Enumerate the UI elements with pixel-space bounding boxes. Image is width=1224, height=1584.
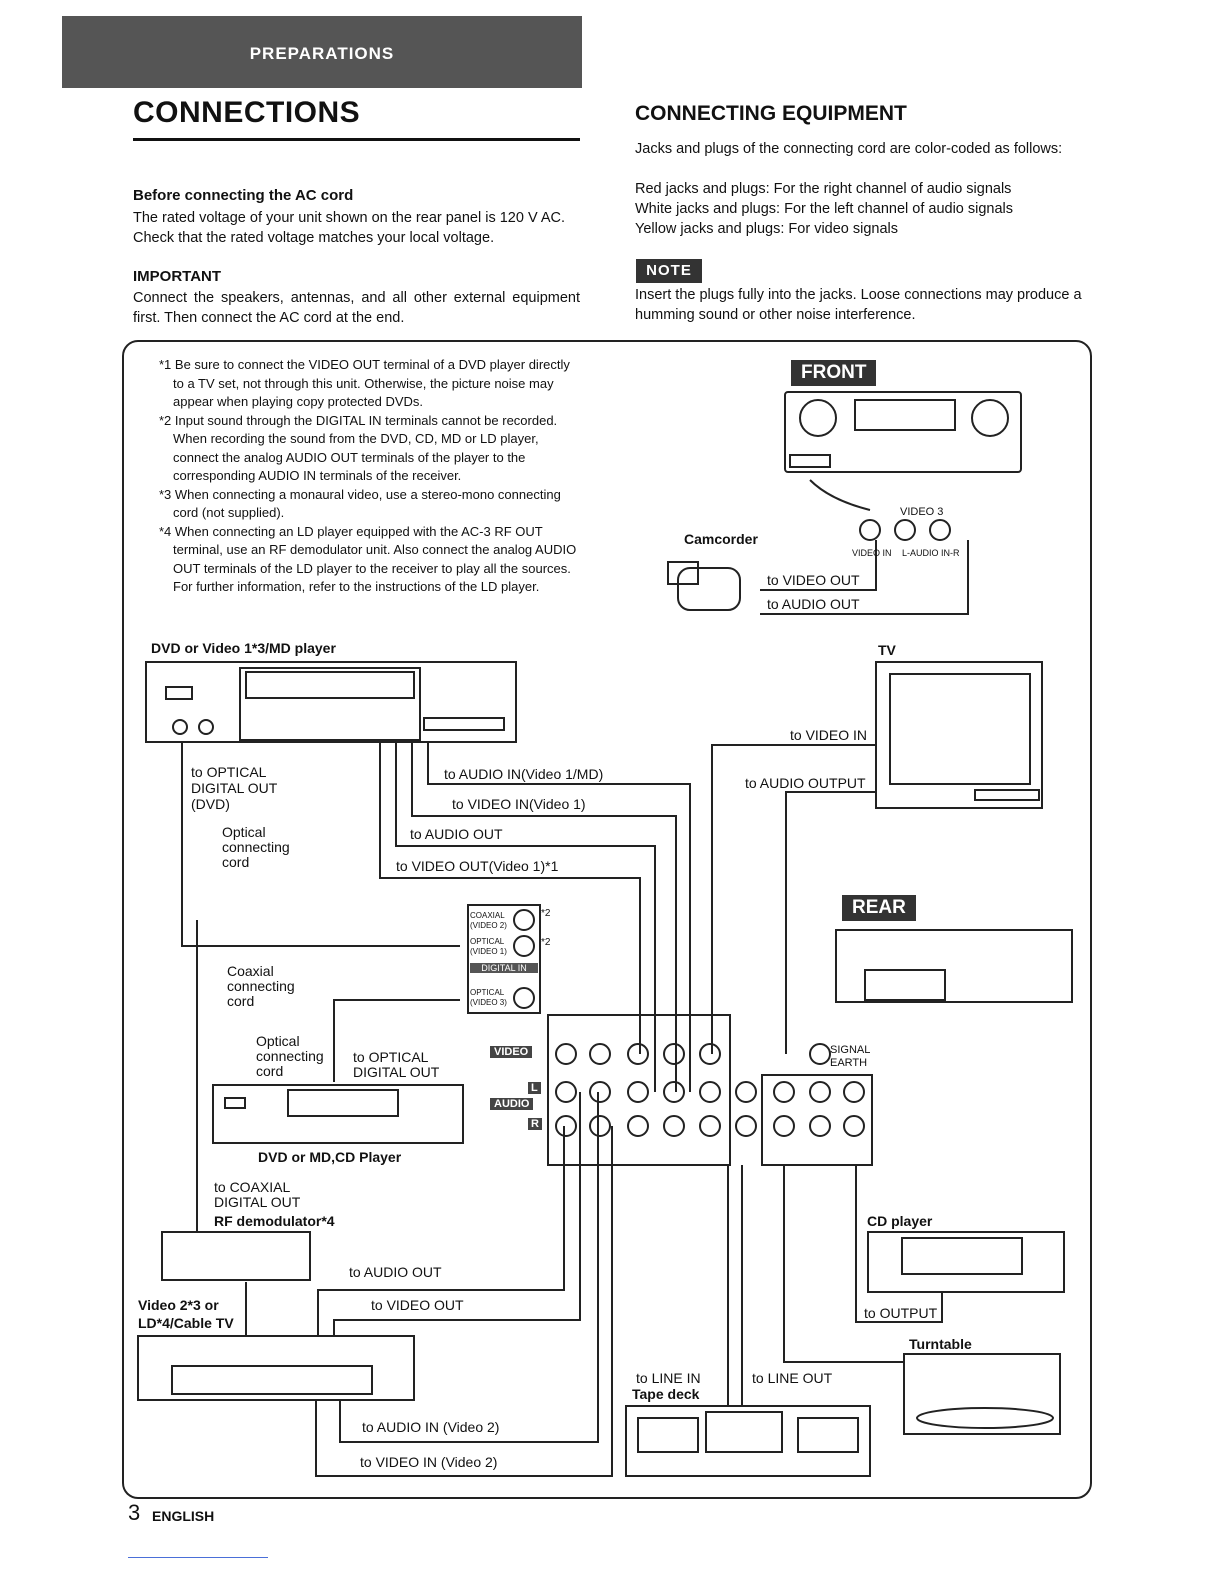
note-text: Insert the plugs fully into the jacks. L… — [635, 287, 1082, 323]
rear-label: REAR — [842, 895, 916, 921]
digital-in-label: DIGITAL IN — [470, 963, 538, 973]
camcorder-body — [677, 567, 741, 611]
tv-body — [875, 661, 1043, 809]
video2-label: Video 2*3 or LD*4/Cable TV — [138, 1297, 234, 1331]
opt-dvd-label: to OPTICAL DIGITAL OUT (DVD) — [191, 764, 278, 812]
footer-link-line — [128, 1557, 268, 1558]
tv-audio-cable — [785, 791, 876, 1054]
v2-audio-in: to AUDIO IN (Video 2) — [362, 1419, 500, 1435]
v2-video-in: to VIDEO IN (Video 2) — [360, 1454, 498, 1470]
optical-v3-label: OPTICAL (VIDEO 3) — [470, 988, 507, 1007]
panel-audio-label: AUDIO — [490, 1098, 534, 1110]
coaxial-v2-label: COAXIAL (VIDEO 2) — [470, 911, 507, 930]
optical-cord-label: Optical connecting cord — [222, 824, 290, 870]
optical-cord2-label: Optical connecting cord — [256, 1033, 324, 1079]
line-out-label: to LINE OUT — [752, 1370, 833, 1386]
tv-video-cable — [711, 744, 876, 1054]
important-heading: IMPORTANT — [133, 268, 222, 285]
ac-heading: Before connecting the AC cord — [133, 187, 354, 204]
footnotes: *1 Be sure to connect the VIDEO OUT term… — [155, 356, 578, 597]
dvd-player-top — [145, 661, 517, 743]
camcorder-label: Camcorder — [684, 531, 758, 547]
dvd-cd-player — [212, 1084, 464, 1144]
tv-video-in: to VIDEO IN — [790, 727, 868, 743]
front-knob-right — [971, 399, 1009, 437]
cam-video-out: to VIDEO OUT — [767, 572, 860, 588]
section-banner: PREPARATIONS — [62, 16, 582, 88]
opt-digital-out: to OPTICAL DIGITAL OUT — [353, 1049, 440, 1080]
star2-b: *2 — [541, 937, 551, 948]
note-badge: NOTE — [636, 259, 702, 283]
v2-audio-out: to AUDIO OUT — [349, 1264, 442, 1280]
cd-player-label: CD player — [867, 1213, 933, 1229]
front-display — [854, 399, 956, 431]
footnote-3: *3 When connecting a monaural video, use… — [159, 486, 561, 521]
rear-panel-right — [761, 1074, 873, 1166]
footnote-2: *2 Input sound through the DIGITAL IN te… — [159, 412, 558, 484]
coax-out-label: to COAXIAL DIGITAL OUT — [214, 1179, 301, 1210]
color-red: Red jacks and plugs: For the right chann… — [635, 181, 1012, 197]
star2-a: *2 — [541, 908, 551, 919]
optical-cable-dvd — [181, 742, 460, 947]
footnote-1: *1 Be sure to connect the VIDEO OUT term… — [159, 357, 570, 409]
front-receiver — [784, 391, 1022, 473]
panel-video-label: VIDEO — [490, 1046, 533, 1058]
turntable-label: Turntable — [909, 1336, 972, 1352]
dvd-audio-out: to AUDIO OUT — [410, 826, 503, 842]
video3-label: VIDEO 3 — [900, 506, 944, 518]
panel-l-label: L — [528, 1082, 541, 1094]
coax-cord-label: Coaxial connecting cord — [227, 963, 295, 1009]
diagram-frame — [122, 340, 1092, 1499]
video2-deck — [137, 1335, 415, 1401]
optical-v1-label: OPTICAL (VIDEO 1) — [470, 937, 507, 956]
video-in-video1: to VIDEO IN(Video 1) — [452, 796, 586, 812]
cam-audio-out: to AUDIO OUT — [767, 596, 860, 612]
ac-text: The rated voltage of your unit shown on … — [133, 210, 566, 246]
color-white: White jacks and plugs: For the left chan… — [635, 201, 1014, 217]
dvd-player-label: DVD or Video 1*3/MD player — [151, 640, 336, 656]
tv-audio-output: to AUDIO OUTPUT — [745, 775, 866, 791]
cd-output-label: to OUTPUT — [864, 1305, 938, 1321]
important-text: Connect the speakers, antennas, and all … — [133, 290, 580, 326]
title-rule — [133, 138, 580, 141]
video-in-small: VIDEO IN — [852, 548, 892, 558]
audio-in-video1: to AUDIO IN(Video 1/MD) — [444, 766, 604, 782]
color-intro: Jacks and plugs of the connecting cord a… — [635, 141, 1063, 157]
turntable-body — [903, 1353, 1061, 1435]
dvd-cd-label: DVD or MD,CD Player — [258, 1149, 402, 1165]
video-out-video1: to VIDEO OUT(Video 1)*1 — [396, 858, 559, 874]
page-number: 3 — [128, 1500, 141, 1525]
signal-earth-label: SIGNAL EARTH — [830, 1044, 870, 1069]
color-yellow: Yellow jacks and plugs: For video signal… — [635, 221, 899, 237]
front-cam-cable — [809, 479, 871, 511]
front-label: FRONT — [791, 360, 877, 386]
v2-video-out: to VIDEO OUT — [371, 1297, 464, 1313]
rf-demodulator — [161, 1231, 311, 1281]
rear-receiver — [835, 929, 1073, 1003]
tape-deck-label: Tape deck — [632, 1386, 700, 1402]
digital-in-block — [467, 904, 541, 1014]
rf-demod-label: RF demodulator*4 — [214, 1213, 335, 1229]
footnote-4: *4 When connecting an LD player equipped… — [159, 523, 577, 595]
tape-deck — [625, 1405, 871, 1477]
tv-label: TV — [878, 642, 896, 658]
front-knob-left — [799, 399, 837, 437]
cd-player — [867, 1231, 1065, 1293]
line-in-label: to LINE IN — [636, 1370, 701, 1386]
page-title: CONNECTIONS — [133, 96, 361, 129]
audio-in-small: L-AUDIO IN-R — [902, 548, 960, 558]
panel-r-label: R — [528, 1118, 542, 1130]
section-title: PREPARATIONS — [249, 44, 395, 63]
connecting-heading: CONNECTING EQUIPMENT — [635, 102, 907, 125]
language-label: ENGLISH — [152, 1508, 215, 1524]
